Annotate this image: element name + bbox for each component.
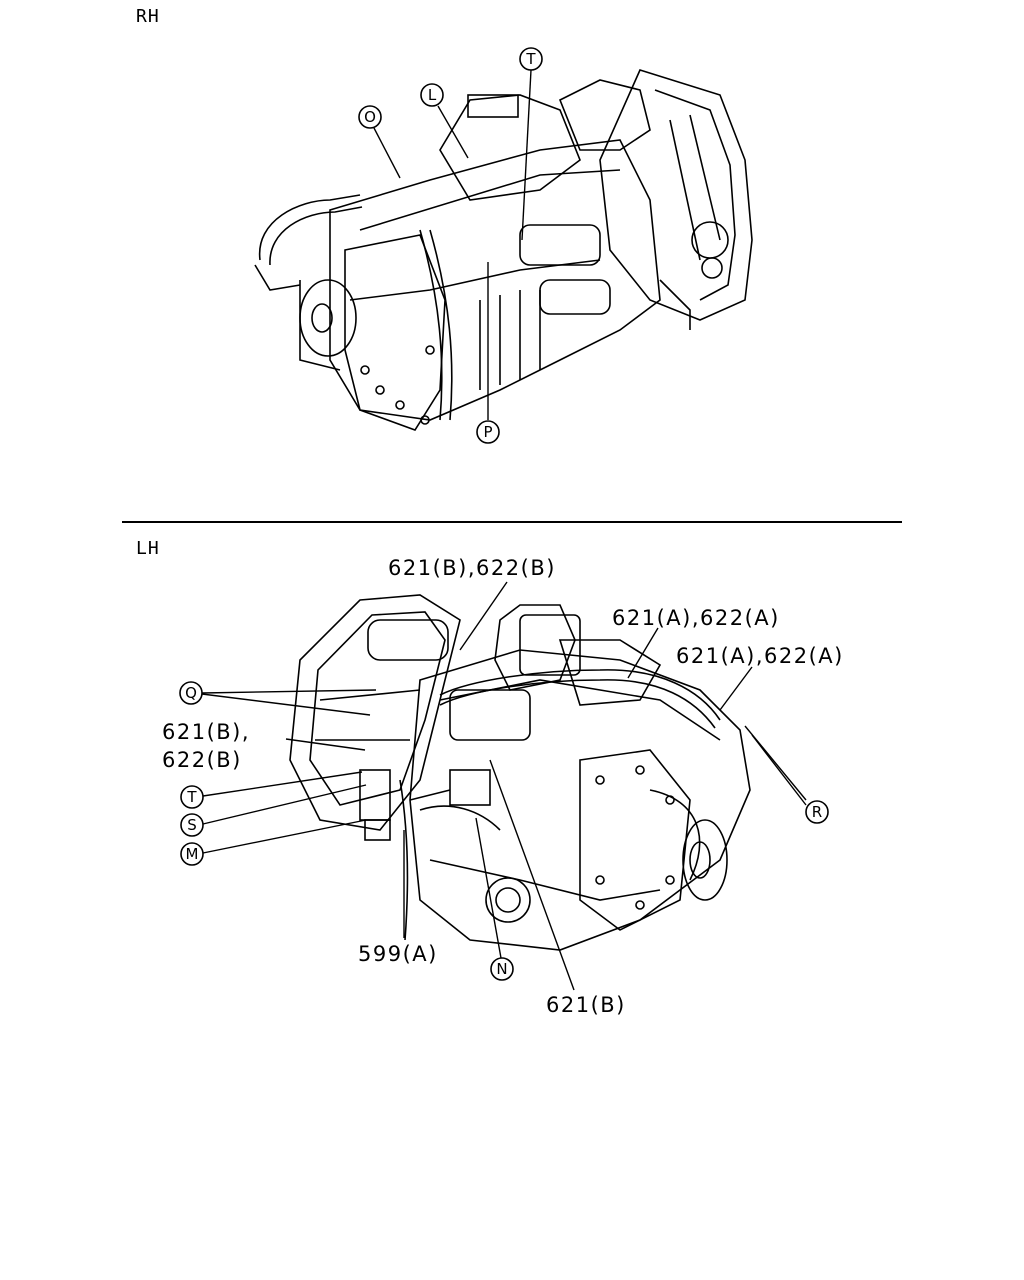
svg-text:Q: Q — [185, 684, 197, 702]
lh-view-label: LH — [136, 538, 160, 559]
label-621b-left-line1: 621(B), — [162, 720, 251, 744]
rh-callout-l: L — [420, 83, 444, 107]
rh-view-label: RH — [136, 6, 160, 27]
label-621a-622a-top: 621(A),622(A) — [612, 606, 780, 630]
svg-text:R: R — [812, 803, 822, 821]
label-621b-bottom: 621(B) — [546, 993, 626, 1017]
svg-text:N: N — [496, 960, 507, 978]
lh-callout-r: R — [805, 800, 829, 824]
svg-text:S: S — [187, 816, 197, 834]
section-divider — [122, 521, 902, 523]
lh-callout-q: Q — [179, 681, 203, 705]
rh-callout-p: P — [476, 420, 500, 444]
label-599a: 599(A) — [358, 942, 438, 966]
svg-text:T: T — [186, 788, 197, 806]
lh-transmission-drawing — [289, 594, 751, 951]
lh-leader-lines — [201, 581, 807, 991]
svg-text:O: O — [364, 108, 376, 126]
rh-transmission-drawing — [254, 69, 753, 431]
lh-callout-t: T — [180, 785, 204, 809]
label-621b-622b-top: 621(B),622(B) — [388, 556, 556, 580]
label-622b-left-line2: 622(B) — [162, 748, 242, 772]
svg-text:M: M — [186, 845, 199, 863]
lh-callout-s: S — [180, 813, 204, 837]
lh-callout-n: N — [490, 957, 514, 981]
rh-leader-lines — [373, 69, 532, 420]
rh-callout-o: O — [358, 105, 382, 129]
svg-text:L: L — [428, 86, 437, 104]
svg-text:T: T — [525, 50, 536, 68]
rh-callout-t: T — [519, 47, 543, 71]
svg-text:P: P — [483, 423, 492, 441]
label-621a-622a-right: 621(A),622(A) — [676, 644, 844, 668]
lh-callout-m: M — [180, 842, 204, 866]
